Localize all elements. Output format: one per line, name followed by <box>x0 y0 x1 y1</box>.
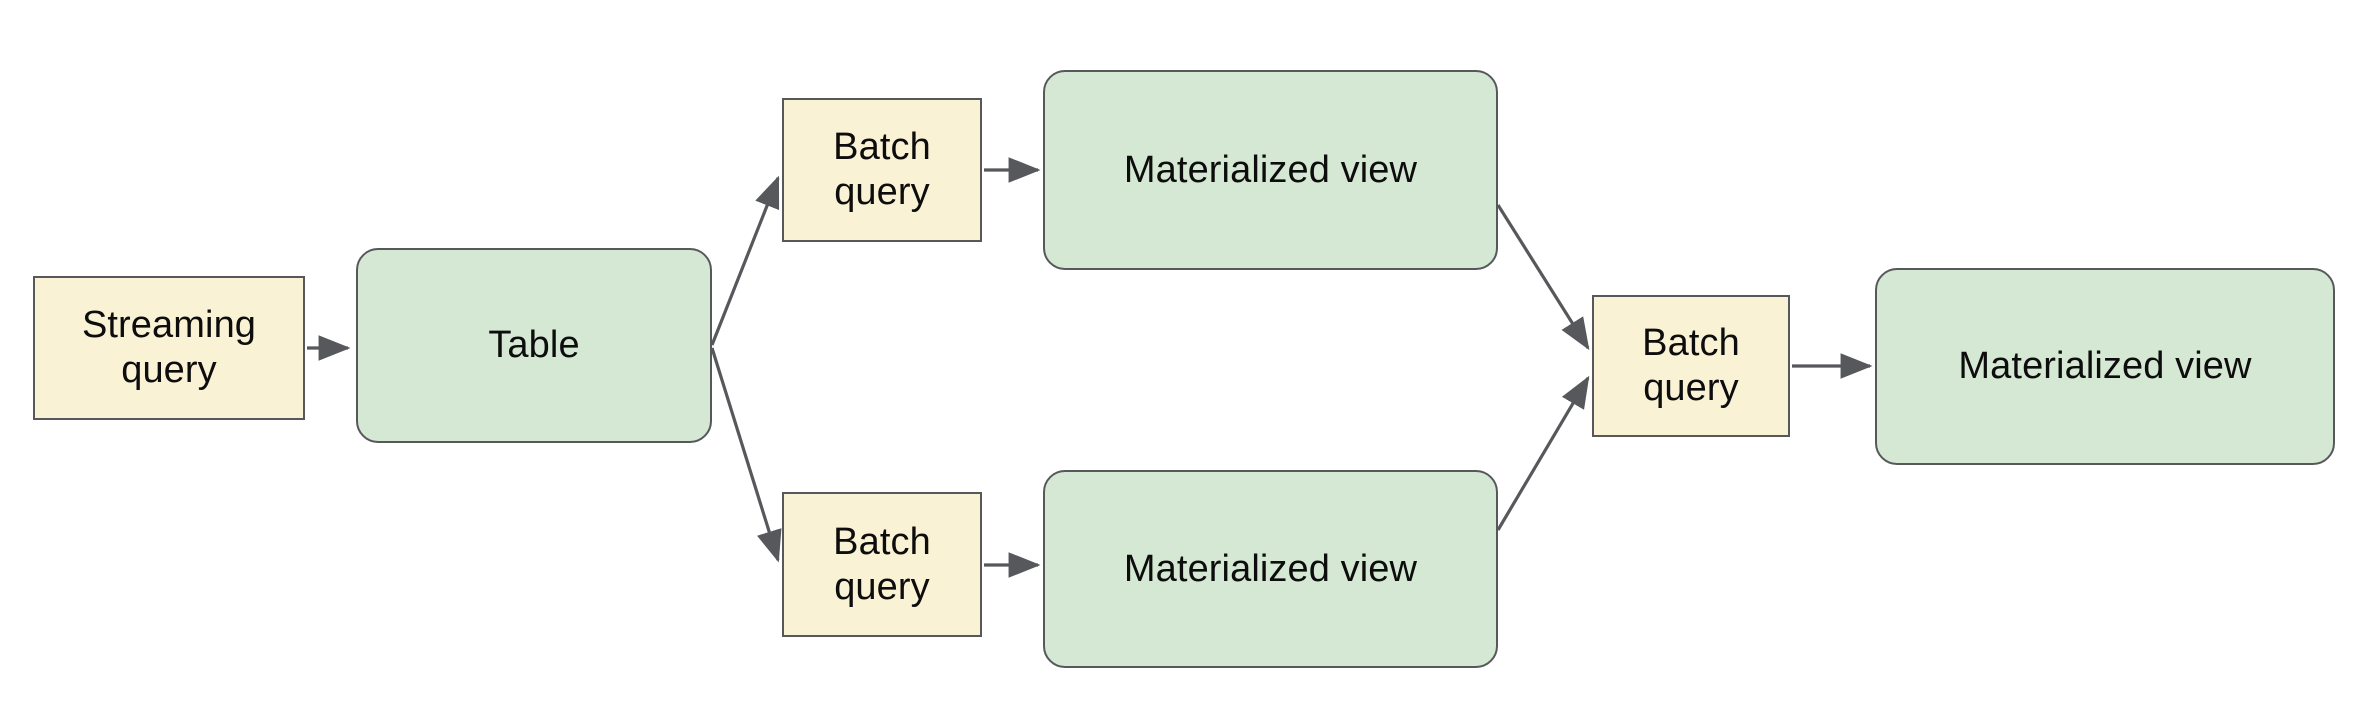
node-batch-query-top-label: Batch query <box>833 126 931 213</box>
node-materialized-view-top[interactable]: Materialized view <box>1043 70 1498 270</box>
node-materialized-view-right[interactable]: Materialized view <box>1875 268 2335 465</box>
node-table[interactable]: Table <box>356 248 712 443</box>
node-batch-query-top[interactable]: Batch query <box>782 98 982 242</box>
node-table-label: Table <box>488 324 580 367</box>
node-materialized-view-right-label: Materialized view <box>1958 345 2252 388</box>
node-streaming-query-label: Streaming query <box>81 304 257 391</box>
edge-table-to-batch-query-bottom <box>710 347 782 563</box>
edge-materialized-view-top-to-batch-query-right <box>1496 204 1590 351</box>
edge-materialized-view-bottom-to-batch-query-right <box>1496 375 1590 531</box>
node-batch-query-right[interactable]: Batch query <box>1592 295 1790 437</box>
node-materialized-view-bottom-label: Materialized view <box>1123 547 1418 590</box>
node-materialized-view-top-label: Materialized view <box>1123 148 1418 191</box>
node-materialized-view-bottom[interactable]: Materialized view <box>1043 470 1498 668</box>
node-batch-query-bottom-label: Batch query <box>833 520 931 608</box>
node-streaming-query[interactable]: Streaming query <box>33 276 305 420</box>
node-batch-query-bottom[interactable]: Batch query <box>782 492 982 637</box>
edge-table-to-batch-query-top <box>710 175 780 346</box>
node-batch-query-right-label: Batch query <box>1642 322 1740 409</box>
